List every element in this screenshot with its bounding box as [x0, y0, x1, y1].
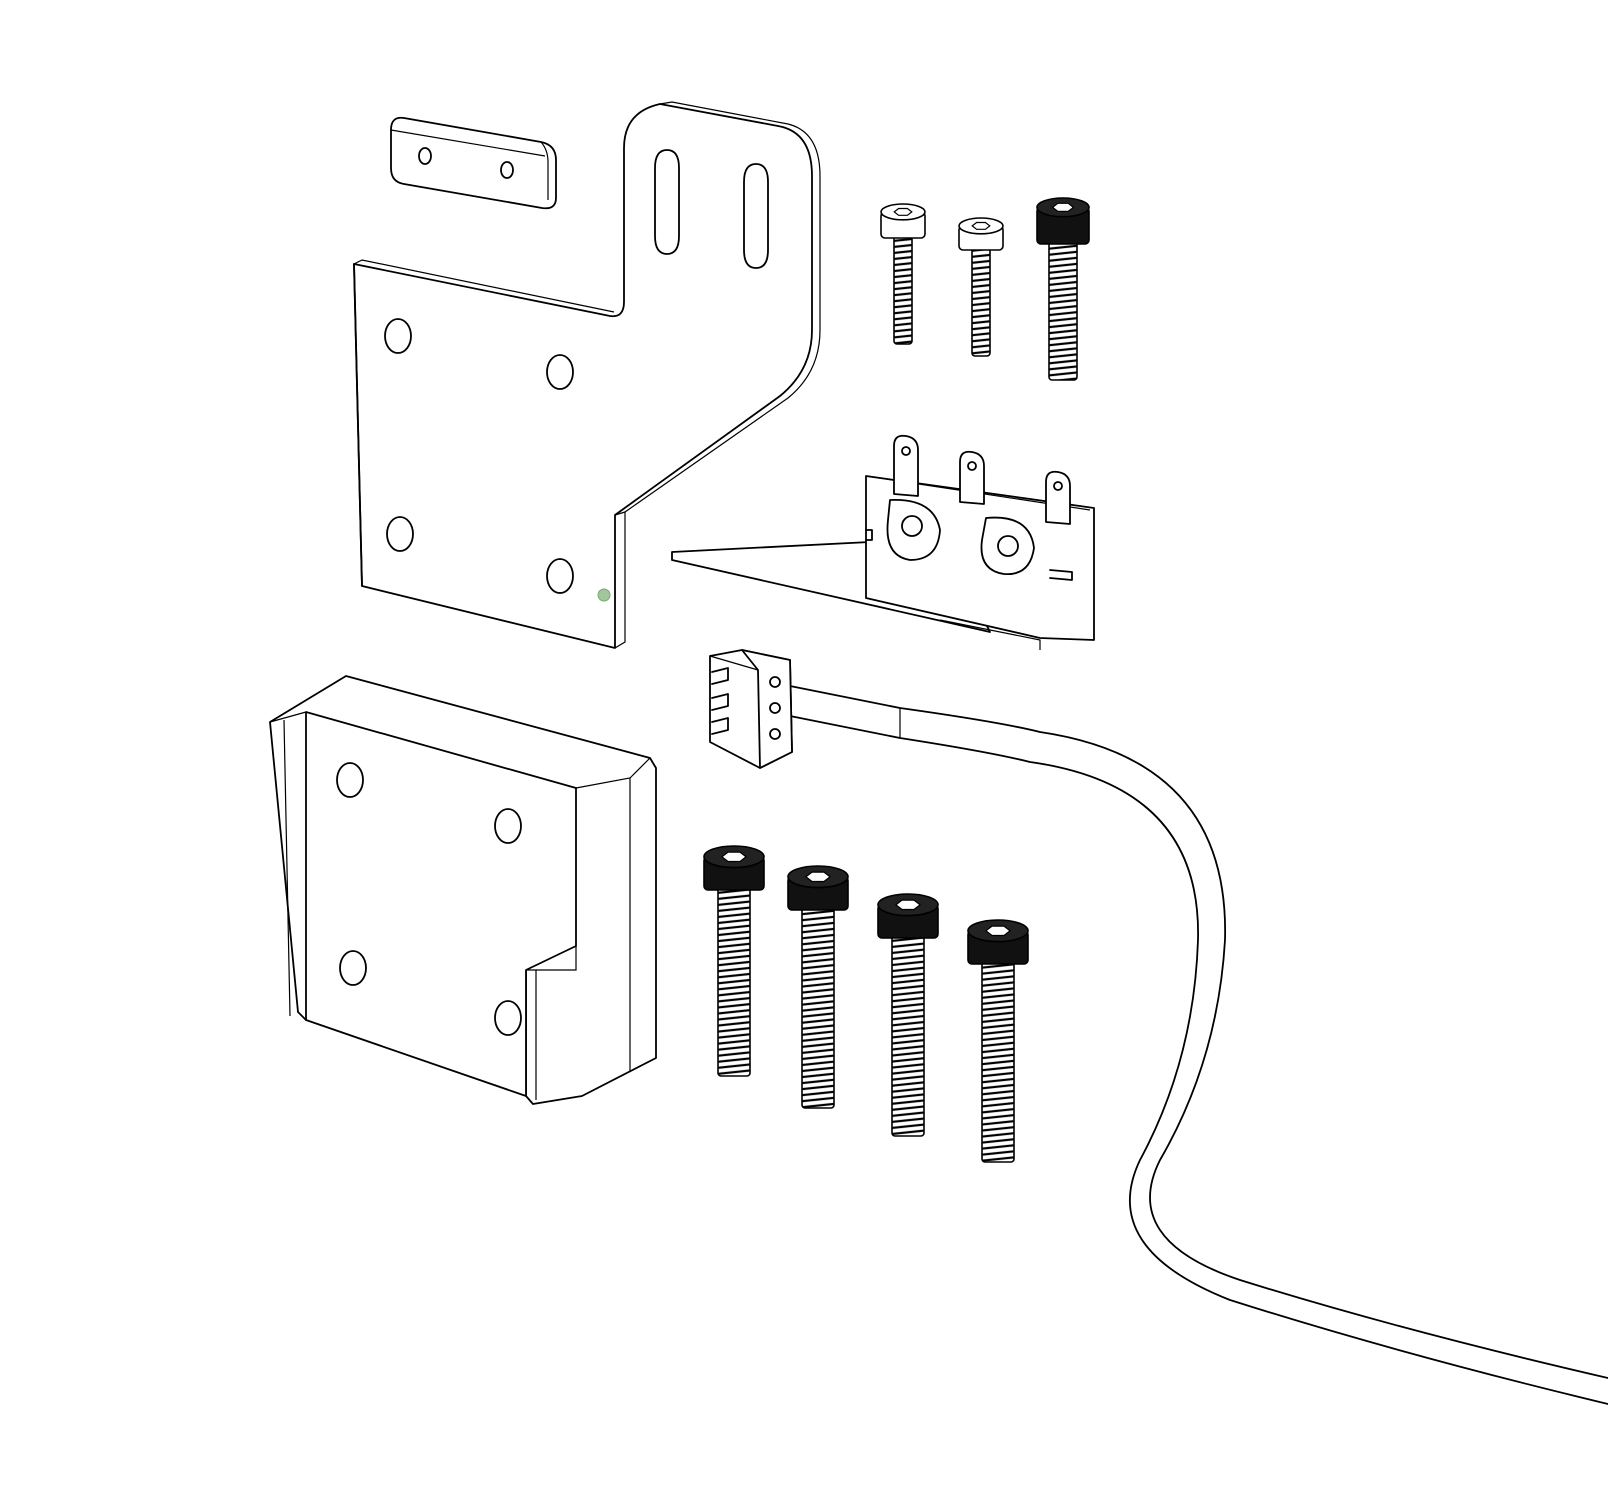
spacer-hole-left [418, 147, 432, 165]
housing-hole-4 [494, 1000, 522, 1036]
housing-hole-3 [339, 950, 367, 986]
housing-hole-2 [494, 808, 522, 844]
bracket-hole-2 [546, 354, 574, 390]
large-screw-4 [967, 919, 1029, 1163]
housing-hole-1 [336, 762, 364, 798]
large-screw-group [703, 845, 1029, 1163]
small-screw-group [880, 197, 1090, 381]
large-screw-2 [787, 865, 849, 1109]
hex-socket-icon [1051, 202, 1075, 212]
housing-block [269, 675, 657, 1105]
large-screw-3 [877, 893, 939, 1137]
main-bracket [353, 101, 821, 649]
bracket-hole-4 [546, 558, 574, 594]
spacer-hole-right [500, 161, 514, 179]
bracket-slot-1 [654, 149, 680, 255]
marker-dot [597, 588, 611, 602]
bracket-hole-3 [386, 516, 414, 552]
hex-socket-icon [893, 207, 913, 216]
cable-connector [709, 649, 1608, 1405]
limit-switch [671, 434, 1095, 650]
hex-socket-icon [895, 899, 921, 911]
switch-hole-2 [997, 535, 1019, 557]
switch-terminal-3 [1045, 470, 1071, 525]
hex-socket-icon [985, 925, 1011, 937]
hex-socket-icon [805, 871, 831, 883]
cable [779, 683, 1608, 1379]
bracket-hole-1 [384, 318, 412, 354]
hex-socket-icon [721, 851, 747, 863]
hex-socket-icon [971, 221, 991, 230]
switch-terminal-2 [959, 450, 985, 505]
small-screw-1 [880, 203, 926, 345]
spacer-plate [390, 116, 557, 210]
small-screw-3 [1036, 197, 1090, 381]
switch-hole-1 [901, 515, 923, 537]
large-screw-1 [703, 845, 765, 1077]
small-screw-2 [958, 217, 1004, 357]
bracket-slot-2 [743, 163, 769, 269]
switch-terminal-1 [893, 434, 919, 497]
